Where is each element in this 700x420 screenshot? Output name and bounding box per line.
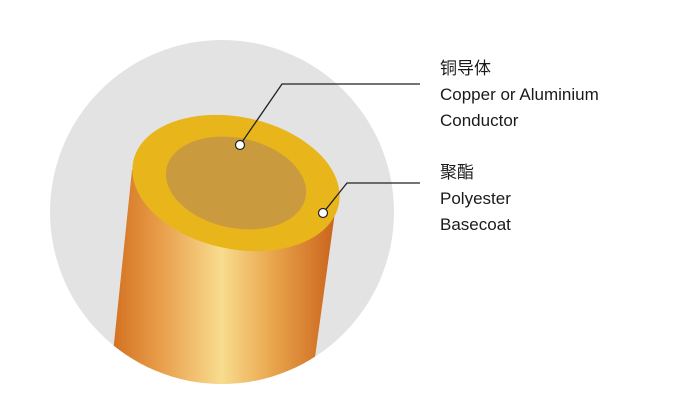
conductor-leader-line — [239, 83, 420, 146]
basecoat-leader-line — [322, 182, 420, 214]
basecoat-label-english-1: Polyester — [440, 189, 511, 208]
basecoat-marker — [317, 207, 329, 219]
conductor-marker — [234, 139, 246, 151]
conductor-label-english-2: Conductor — [440, 111, 519, 130]
basecoat-label-chinese: 聚酯 — [440, 163, 474, 182]
conductor-label-chinese: 铜导体 — [440, 59, 491, 78]
conductor-label: 铜导体 Copper or Aluminium Conductor — [440, 56, 599, 134]
basecoat-label: 聚酯 Polyester Basecoat — [440, 160, 511, 238]
conductor-label-english-1: Copper or Aluminium — [440, 85, 599, 104]
conductor-core — [165, 136, 307, 230]
basecoat-label-english-2: Basecoat — [440, 215, 511, 234]
